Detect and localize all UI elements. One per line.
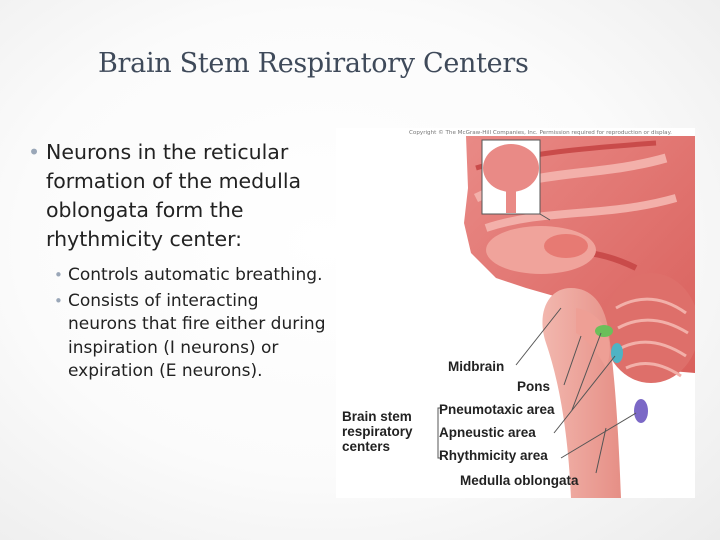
brain-stem-figure: Copyright © The McGraw-Hill Companies, I… [336, 128, 695, 498]
leader-midbrain [515, 307, 562, 366]
leader-medulla [595, 427, 607, 474]
leader-lines [437, 307, 637, 474]
pons-bulge [576, 308, 610, 368]
label-brain-stem: Brain stem [342, 409, 412, 424]
cerebellum [603, 273, 695, 383]
label-centers: centers [342, 439, 391, 454]
slide-title: Brain Stem Respiratory Centers [98, 48, 529, 79]
rhythmicity-area [634, 399, 648, 423]
label-midbrain: Midbrain [448, 359, 505, 374]
sub-bullet-list: • Controls automatic breathing. • Consis… [26, 264, 326, 384]
sub-bullet-text: Consists of interacting neurons that fir… [68, 290, 326, 382]
cerebellum-folia [615, 297, 689, 378]
ventricle [544, 234, 588, 258]
pneumotaxic-area [595, 325, 613, 337]
label-pneumotaxic-area: Pneumotaxic area [439, 402, 555, 417]
leader-pons [563, 335, 582, 386]
inset-leader [539, 213, 551, 221]
bullet-dot: • [54, 266, 63, 284]
bullet-list: • Neurons in the reticular formation of … [26, 138, 326, 384]
bullet-main: • Neurons in the reticular formation of … [26, 138, 326, 254]
leader-pneumotaxic [571, 332, 602, 411]
apneustic-area [611, 343, 623, 363]
inset-brain-stem [506, 178, 516, 213]
sub-bullet-text: Controls automatic breathing. [68, 265, 323, 285]
bullet-dot: • [54, 291, 63, 310]
bullet-dot: • [28, 140, 41, 164]
sub-bullet: • Controls automatic breathing. [26, 264, 326, 288]
label-pons: Pons [517, 379, 551, 394]
leader-rhythmicity [560, 412, 637, 459]
label-respiratory: respiratory [342, 424, 413, 439]
brain-illustration [437, 136, 695, 498]
inset-brain [483, 144, 539, 192]
sub-bullet: • Consists of interacting neurons that f… [26, 290, 326, 384]
leader-apneustic [553, 355, 616, 434]
bullet-main-text: Neurons in the reticular formation of th… [46, 140, 302, 251]
label-medulla-oblongata: Medulla oblongata [460, 473, 579, 488]
bracket [437, 407, 442, 459]
copyright-notice: Copyright © The McGraw-Hill Companies, I… [409, 130, 672, 136]
cortex-fold [484, 194, 678, 232]
label-rhythmicity-area: Rhythmicity area [439, 448, 548, 463]
label-apneustic-area: Apneustic area [439, 425, 536, 440]
